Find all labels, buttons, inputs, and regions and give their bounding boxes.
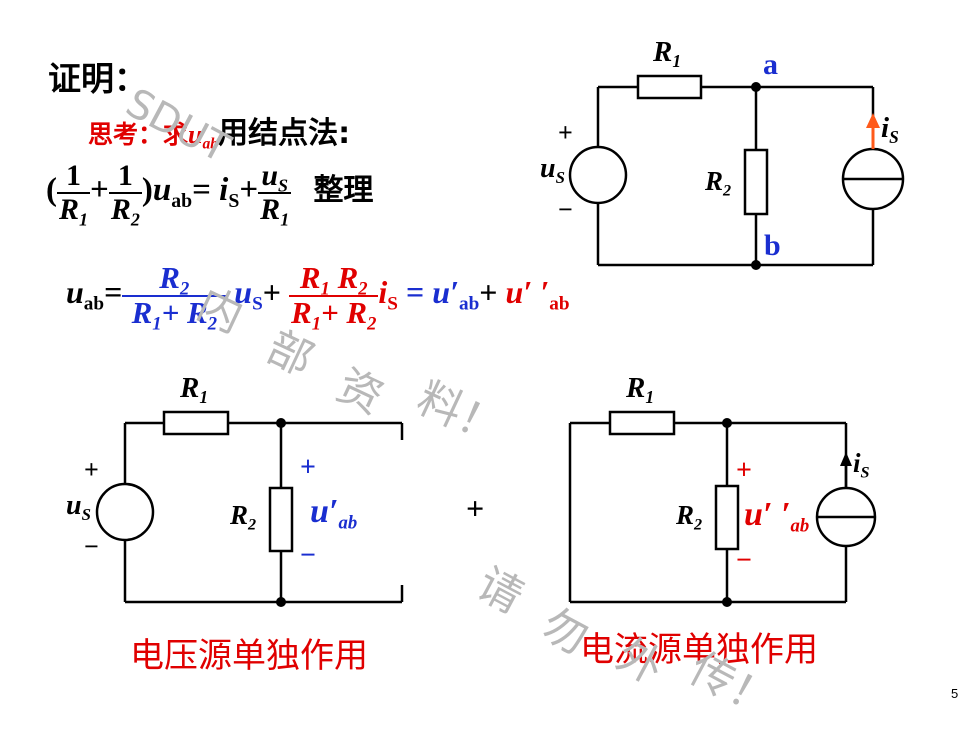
label-r1-left: R1 [180, 372, 209, 408]
label-is-right: iS [853, 448, 870, 482]
node-bottom-dot [722, 597, 732, 607]
current-arrow-icon [840, 452, 852, 488]
resistor-r1 [162, 410, 230, 436]
label-r1-right: R1 [626, 372, 655, 408]
page-number: 5 [951, 686, 959, 701]
resistor-r2 [714, 484, 740, 551]
label-uab-prime: u′ab [310, 493, 358, 534]
voltage-source [95, 482, 155, 542]
arrange-label: 整理 [313, 173, 374, 209]
label-minus-uab-double-prime: − [736, 545, 752, 576]
think-var: uab [188, 120, 219, 153]
label-node-b: b [764, 229, 781, 262]
label-minus-uab-prime: − [300, 540, 316, 571]
label-r1-top: R1 [653, 36, 682, 72]
proof-label: 证明： [48, 59, 147, 98]
plus-sign: + [466, 490, 485, 526]
label-minus-top: − [558, 195, 573, 224]
label-us-top: uS [540, 153, 565, 187]
voltage-source [568, 145, 628, 205]
label-is-top: iS [881, 112, 899, 148]
node-top-dot [276, 418, 286, 428]
node-bottom-dot [276, 597, 286, 607]
think-line: 思考：求uab用结点法: [88, 108, 350, 152]
current-source [815, 486, 877, 548]
label-uab-double-prime: u′ ′ab [744, 496, 810, 537]
label-minus-left-source: − [84, 532, 99, 561]
node-method-label: 用结点法: [218, 116, 351, 151]
think-label: 思考：求 [88, 120, 189, 149]
label-plus-uab-prime: + [300, 452, 316, 483]
label-us-left: uS [66, 490, 91, 524]
resistor-r1 [636, 74, 703, 100]
label-r2-top: R2 [705, 166, 732, 200]
caption-current-source: 电流源单独作用 [580, 630, 818, 670]
label-r2-left: R2 [230, 500, 257, 534]
resistor-r2 [268, 486, 294, 553]
label-r2-right: R2 [676, 500, 703, 534]
resistor-r2 [743, 148, 769, 216]
caption-voltage-source: 电压源单独作用 [130, 636, 368, 676]
label-plus-left-source: + [84, 455, 99, 484]
node-top-dot [722, 418, 732, 428]
current-arrow-icon [866, 113, 880, 149]
label-plus-uab-double-prime: + [736, 455, 752, 486]
label-plus-top: + [558, 118, 573, 147]
node-a-dot [751, 82, 761, 92]
node-b-dot [751, 260, 761, 270]
label-node-a: a [763, 48, 778, 81]
resistor-r1 [608, 410, 676, 436]
